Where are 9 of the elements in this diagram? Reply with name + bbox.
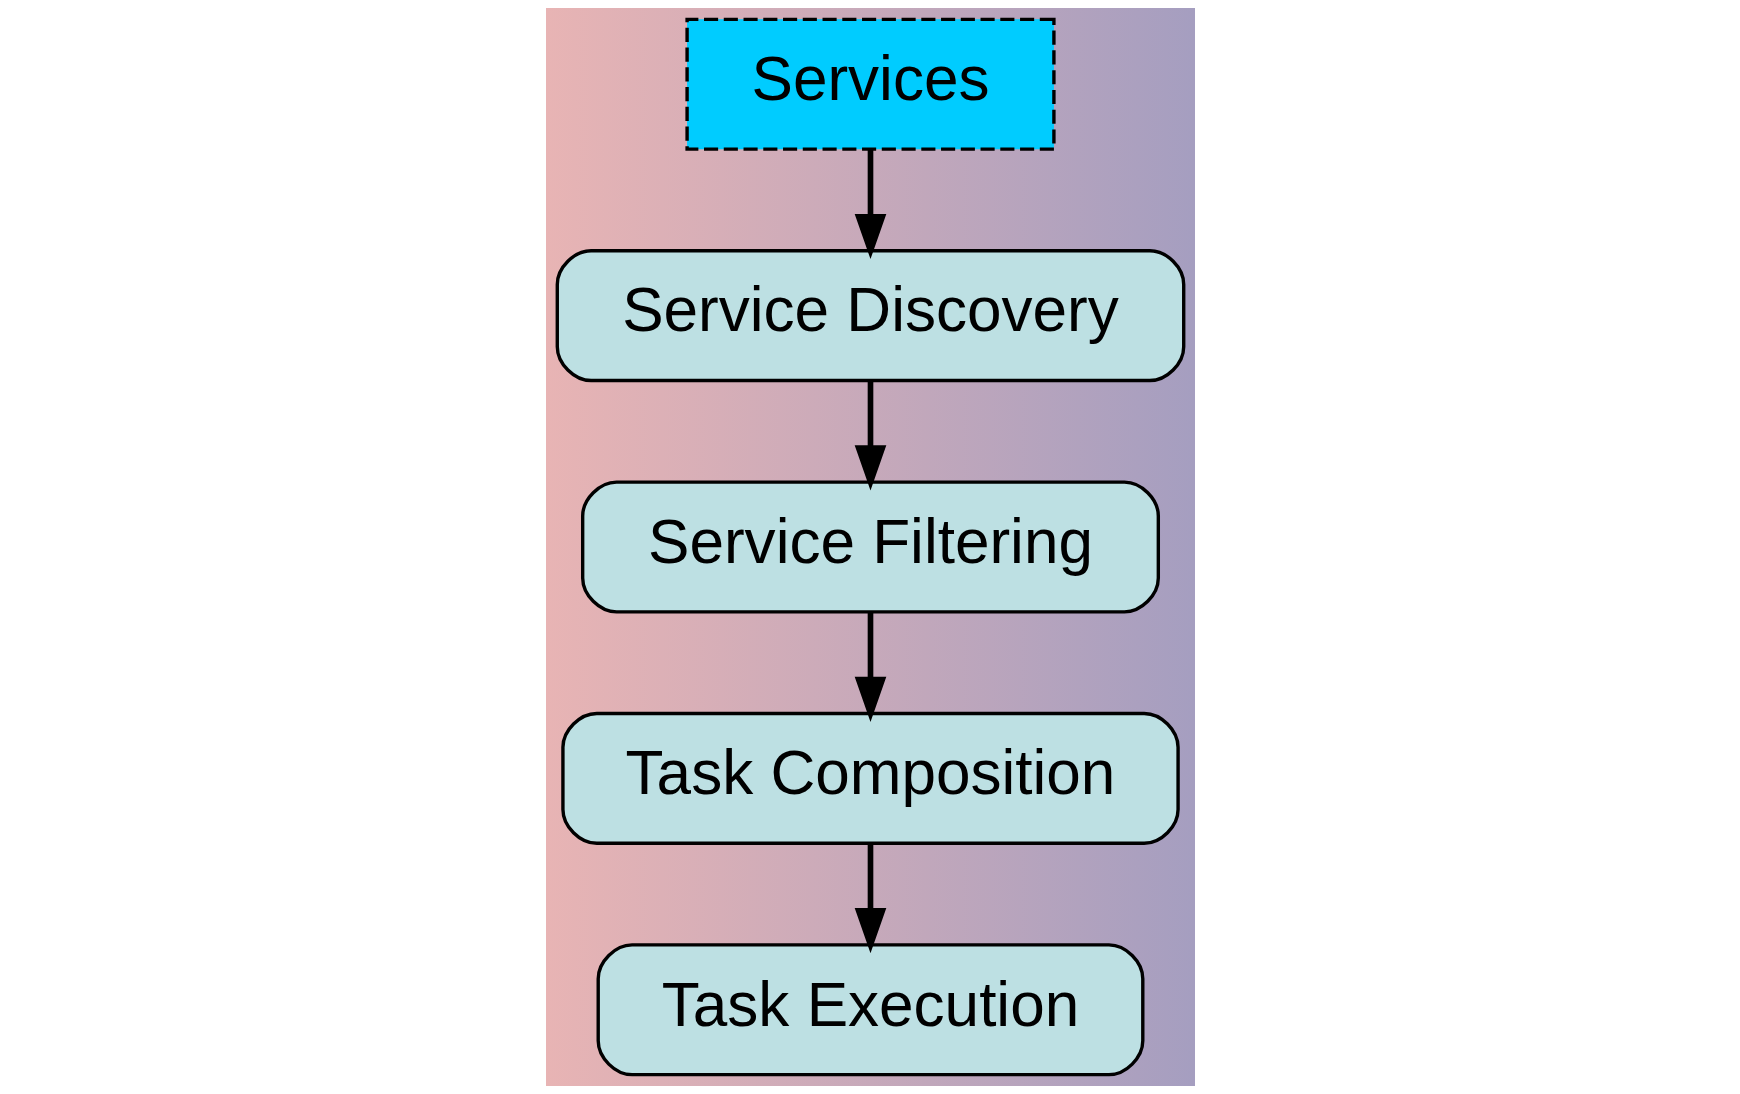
node-box: Service Discovery — [555, 249, 1185, 383]
node-box: Task Composition — [560, 711, 1180, 845]
node-box: Service Filtering — [580, 480, 1160, 614]
arrow — [854, 612, 886, 722]
arrow — [854, 149, 886, 260]
node-box: Task Execution — [596, 943, 1144, 1077]
arrow — [854, 844, 886, 954]
arrow — [854, 381, 886, 491]
node-box: Services — [684, 17, 1056, 151]
